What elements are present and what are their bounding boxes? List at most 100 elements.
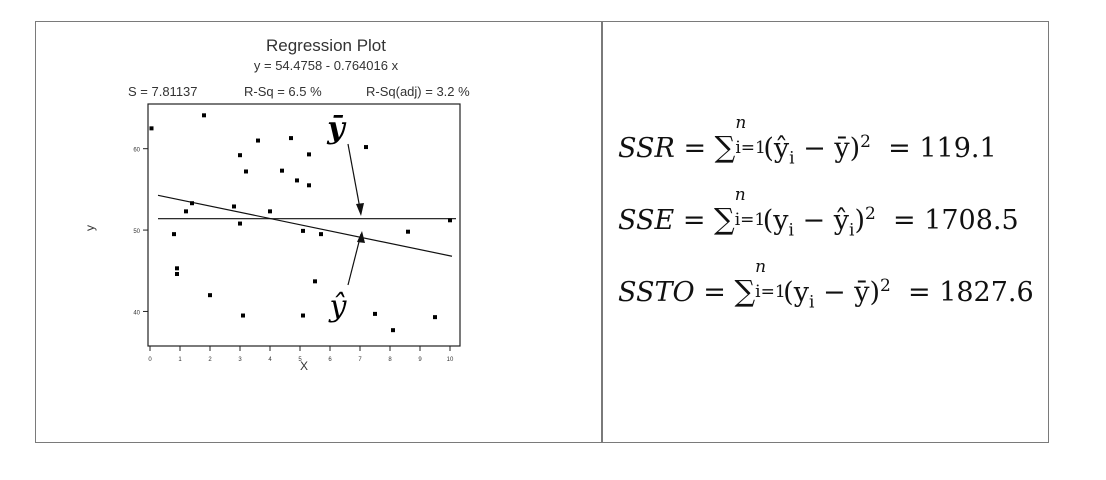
ssto-lhs: SSTO	[618, 277, 695, 308]
y-axis-ticks: 40 50 60	[133, 148, 148, 316]
sum-icon: ∑	[714, 130, 736, 164]
chart-subtitle: y = 54.4758 - 0.764016 x	[254, 58, 399, 73]
data-point	[256, 138, 260, 143]
content-table: Regression Plot y = 54.4758 - 0.764016 x…	[35, 21, 1049, 443]
data-point	[175, 272, 179, 277]
sse-term: (y	[762, 205, 789, 236]
data-point	[202, 113, 206, 118]
data-point	[238, 153, 242, 158]
chart-title: Regression Plot	[266, 36, 386, 55]
ssto-power: 2	[879, 276, 891, 296]
data-point	[301, 313, 305, 318]
ssto-term-b: − ȳ)	[814, 277, 880, 308]
ssto-term: (y	[783, 277, 809, 308]
data-point	[289, 136, 293, 141]
x-tick-label: 8	[388, 357, 392, 363]
ssr-lhs: SSR	[618, 133, 675, 164]
ybar-annotation: ȳ	[326, 111, 347, 146]
data-point	[307, 183, 311, 188]
yhat-arrowhead	[357, 231, 365, 243]
annotations: ȳŷ	[326, 111, 365, 324]
y-tick-label: 60	[133, 148, 140, 154]
sum-upper: n	[734, 185, 746, 205]
ssr-term-sub: i	[789, 148, 795, 169]
data-point	[244, 169, 248, 174]
data-point	[175, 266, 179, 271]
y-axis-label: y	[83, 225, 97, 231]
ybar-arrow	[347, 143, 362, 215]
x-tick-label: 4	[268, 357, 272, 363]
plot-lines	[157, 194, 456, 257]
regression-plot: Regression Plot y = 54.4758 - 0.764016 x…	[83, 36, 470, 373]
data-points	[149, 113, 452, 333]
x-tick-label: 3	[238, 357, 242, 363]
ssr-result: 119.1	[919, 133, 997, 164]
data-point	[268, 209, 272, 214]
stat-s: S = 7.81137	[128, 84, 198, 99]
data-point	[448, 218, 452, 223]
yhat-annotation: ŷ	[328, 289, 348, 324]
x-tick-label: 6	[328, 357, 332, 363]
data-point	[364, 145, 368, 150]
fit-line	[157, 194, 453, 257]
ssto-result: 1827.6	[939, 277, 1034, 308]
sse-lhs: SSE	[618, 205, 675, 236]
plot-frame	[147, 103, 461, 347]
data-point	[184, 209, 188, 214]
ssr-power: 2	[860, 132, 871, 152]
data-point	[149, 126, 154, 131]
data-point	[391, 328, 395, 333]
data-point	[301, 228, 305, 233]
x-tick-label: 5	[298, 357, 302, 363]
x-tick-label: 10	[447, 357, 454, 363]
stat-rsq: R-Sq = 6.5 %	[244, 84, 322, 99]
data-point	[406, 229, 410, 234]
sum-upper: n	[755, 257, 767, 277]
data-point	[238, 221, 242, 226]
data-point	[295, 178, 299, 183]
yhat-arrow	[347, 233, 362, 286]
sse-result: 1708.5	[924, 205, 1019, 236]
x-axis-label: X	[300, 359, 308, 373]
cell-divider	[601, 22, 603, 442]
sum-icon: ∑	[714, 202, 735, 236]
data-point	[208, 293, 212, 298]
sse-power: 2	[865, 204, 876, 224]
sum-lower: i=1	[755, 282, 786, 302]
sse-term-b: − ŷ	[793, 205, 850, 236]
data-point	[313, 279, 317, 284]
ssto-term-sub: i	[808, 292, 815, 313]
data-point	[319, 232, 323, 237]
sum-lower: i=1	[735, 138, 766, 158]
sse-term-sub: i	[788, 220, 794, 241]
data-point	[433, 315, 437, 320]
sum-icon: ∑	[734, 274, 756, 308]
plot-cell: Regression Plot y = 54.4758 - 0.764016 x…	[36, 22, 601, 442]
data-point	[373, 311, 377, 316]
data-point	[232, 204, 236, 209]
data-point	[172, 232, 176, 237]
x-tick-label: 9	[418, 357, 422, 363]
data-point	[280, 168, 284, 173]
sse-term-b-sub: i	[849, 220, 855, 241]
x-tick-label: 7	[358, 357, 362, 363]
ssr-term: (ŷ	[763, 133, 790, 164]
sum-upper: n	[735, 113, 747, 133]
x-tick-label: 2	[208, 357, 212, 363]
ssr-term-b: − ȳ)	[794, 133, 861, 164]
stat-rsq-adj: R-Sq(adj) = 3.2 %	[366, 84, 470, 99]
data-point	[241, 313, 245, 318]
data-point	[307, 152, 311, 157]
y-tick-label: 50	[133, 229, 140, 235]
x-tick-label: 1	[178, 357, 182, 363]
y-tick-label: 40	[133, 310, 140, 316]
ybar-arrowhead	[356, 203, 364, 216]
data-point	[190, 201, 194, 206]
sum-lower: i=1	[734, 210, 766, 230]
sse-term-c: )	[854, 205, 865, 236]
